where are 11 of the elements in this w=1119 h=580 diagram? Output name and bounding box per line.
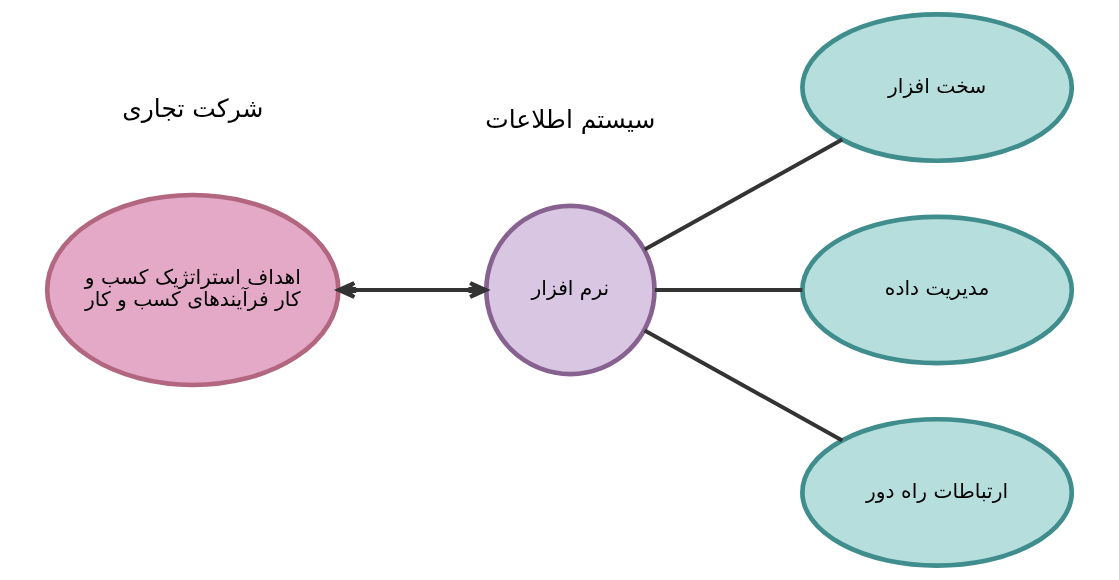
connector [643,137,844,252]
node-ellipse: ارتباطات راه دور [800,416,1075,568]
node-ellipse: سخت افزار [800,12,1075,164]
node-ellipse: مدیریت داده [800,214,1075,366]
node-ellipse: اهداف استراتژیک کسب و کار فرآیندهای کسب و کار [44,192,341,388]
node-circle: نرم افزار [484,203,657,377]
connector [654,288,803,292]
connector [643,328,844,443]
label: شرکت تجاری [122,93,264,123]
label: سیستم اطلاعات [485,104,656,134]
arrow [336,281,488,299]
